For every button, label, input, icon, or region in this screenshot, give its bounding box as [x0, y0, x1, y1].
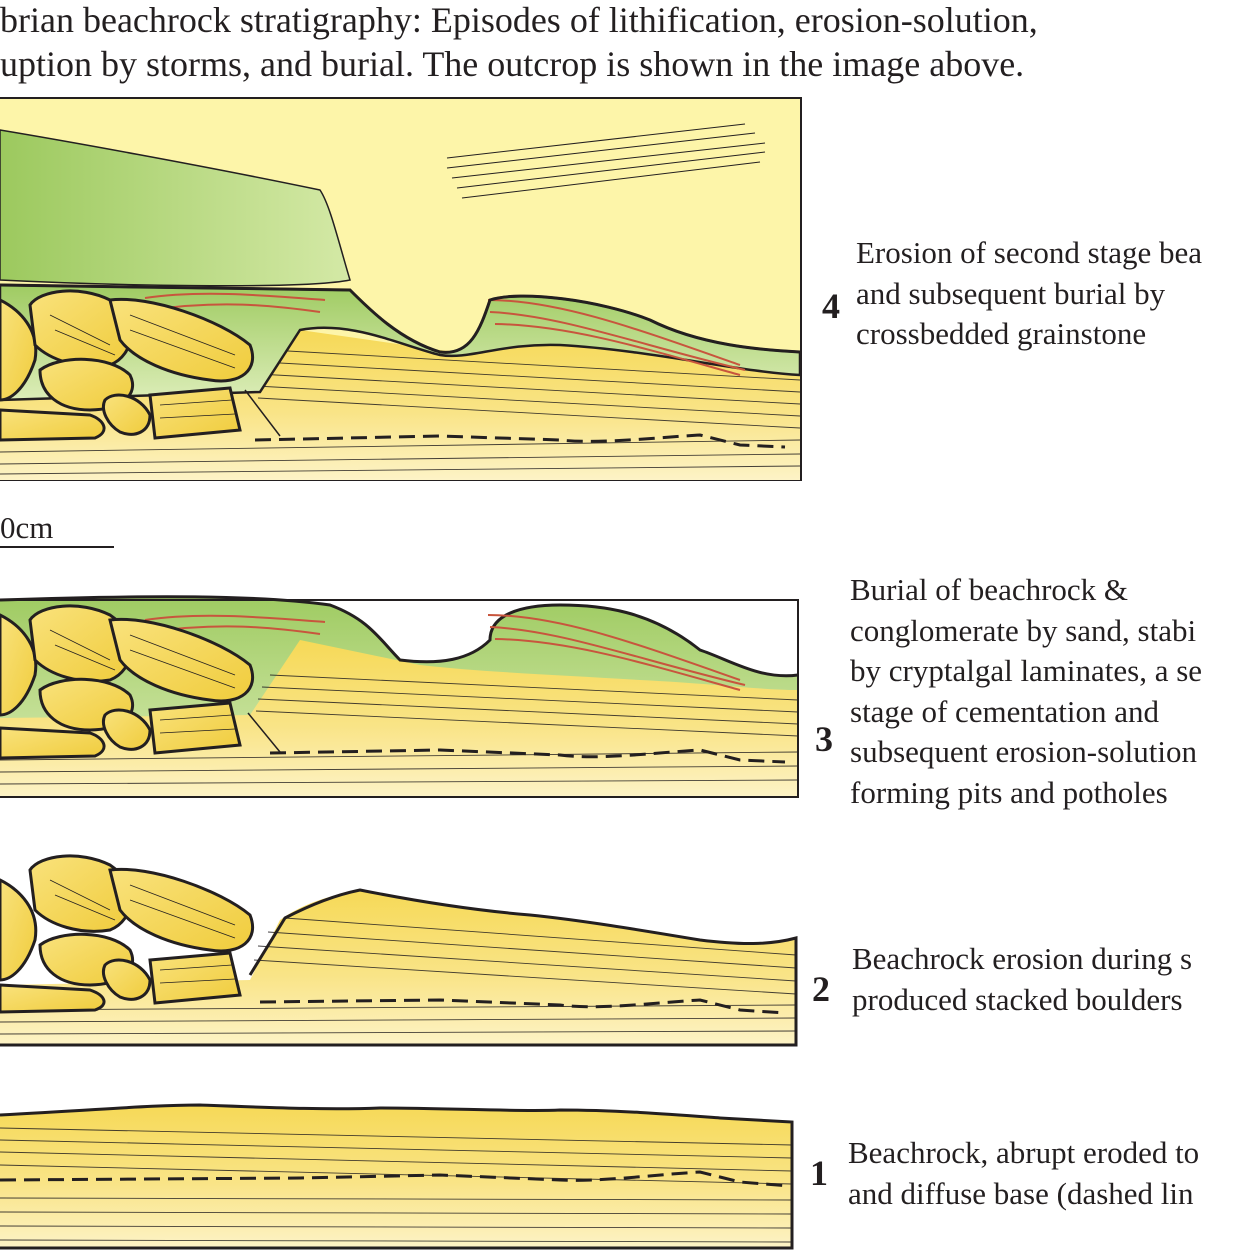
panel-4-boulder-laminae: [49, 314, 236, 419]
panel-2-boulders: [0, 854, 255, 1014]
stage-4-number: 4: [822, 286, 840, 326]
stage-1-number: 1: [810, 1153, 828, 1193]
stage-3-number: 3: [815, 719, 833, 759]
panel-stage-2: [0, 854, 798, 1047]
stage-3-line-4: stage of cementation and: [850, 693, 1160, 729]
stage-1-line-1: Beachrock, abrupt eroded to: [848, 1135, 1200, 1170]
stage-2-description: Beachrock erosion during s produced stac…: [852, 939, 1192, 1020]
panel-4-dashed-base: [254, 433, 786, 449]
stage-2-number: 2: [812, 969, 830, 1009]
stage-1-line-2: and diffuse base (dashed lin: [848, 1175, 1194, 1211]
stage-3-line-6: forming pits and potholes: [850, 774, 1168, 810]
panel-1-outline: [0, 1103, 794, 1250]
stage-3-line-2: conglomerate by sand, stabi: [850, 612, 1197, 648]
figure-caption-line-2: uption by storms, and burial. The outcro…: [0, 44, 1025, 84]
stage-3-description: Burial of beachrock & conglomerate by sa…: [850, 570, 1202, 813]
stage-3-line-1: Burial of beachrock &: [850, 572, 1129, 607]
stage-1-description: Beachrock, abrupt eroded to and diffuse …: [848, 1133, 1199, 1214]
stage-4-line-1: Erosion of second stage bea: [856, 235, 1203, 270]
panel-4-crossbeds: [446, 123, 766, 199]
panel-3-boulder-laminae: [49, 629, 236, 734]
stage-3-line-5: subsequent erosion-solution: [850, 734, 1197, 769]
panel-4-boulders: [0, 289, 255, 442]
panel-4-laminations: [0, 349, 801, 475]
panel-2-boulder-laminae: [49, 879, 236, 984]
figure-caption-line-1: brian beachrock stratigraphy: Episodes o…: [0, 0, 1038, 40]
panel-3-frame: [0, 599, 799, 798]
panel-stage-1: [0, 1103, 794, 1250]
panel-2-outline: [0, 888, 798, 1047]
panel-3-red-laminae: [144, 614, 746, 691]
stage-2-line-2: produced stacked boulders: [852, 981, 1183, 1017]
crossbedded-grainstone-slab: [0, 129, 351, 287]
panel-stage-4: [0, 97, 802, 481]
scale-bar-label: 0cm: [0, 510, 54, 545]
panel-2-laminations: [0, 917, 797, 1035]
stage-4-description: Erosion of second stage bea and subseque…: [856, 233, 1202, 355]
panel-3-boulders: [0, 604, 255, 760]
scale-bar: [0, 546, 114, 548]
panel-1-dashed-base: [0, 1170, 791, 1188]
panel-2-dashed-base: [259, 998, 786, 1015]
panel-stage-3: [0, 595, 799, 798]
stage-2-line-1: Beachrock erosion during s: [852, 941, 1193, 976]
panel-3-dashed-base: [269, 748, 786, 764]
stage-3-line-3: by cryptalgal laminates, a se: [850, 653, 1203, 688]
stage-4-line-2: and subsequent burial by: [856, 275, 1166, 311]
stage-4-line-3: crossbedded grainstone: [856, 316, 1147, 351]
